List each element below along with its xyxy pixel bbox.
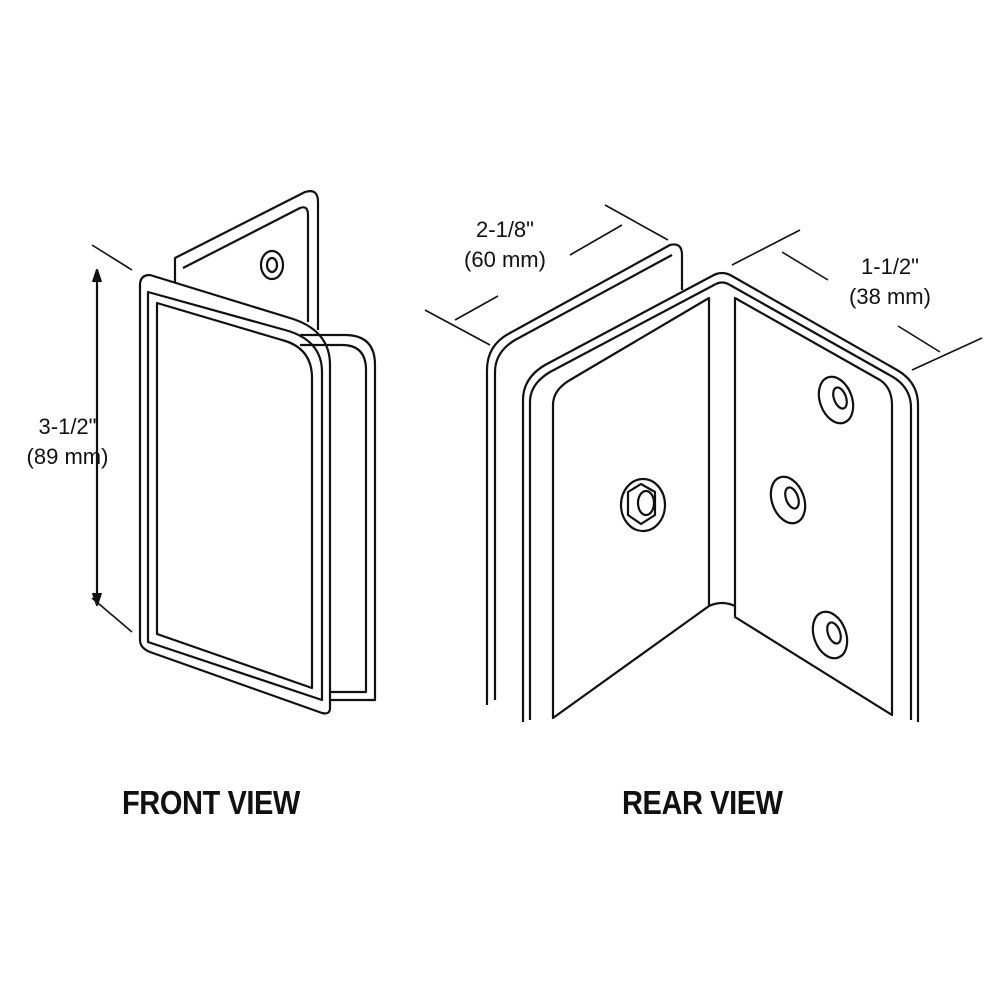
rear-width-dimension-line-left — [781, 251, 829, 281]
hex-nut-body — [626, 482, 657, 526]
front-height-mm: (89 mm) — [26, 444, 109, 469]
mounting-hole-top-inner — [832, 386, 848, 410]
rear-right-face — [733, 296, 894, 717]
rear-width-dimension: 1-1/2" (38 mm) — [825, 252, 955, 312]
arrow-down-icon — [91, 592, 103, 607]
hex-nut-flange — [619, 477, 667, 533]
front-height-extension-top — [91, 244, 133, 271]
front-height-in: 3-1/2" — [38, 414, 97, 439]
rear-left-face — [551, 296, 711, 720]
rear-back-plate — [485, 243, 684, 705]
rear-width-mm: (38 mm) — [849, 284, 931, 309]
rear-inner-corner — [708, 601, 736, 608]
rear-depth-extension-right — [604, 204, 669, 241]
rear-back-plate-inner-edge — [493, 254, 673, 700]
front-view-drawing — [91, 190, 377, 715]
rear-depth-dimension-line-left — [454, 295, 499, 321]
rear-depth-in: 2-1/8" — [476, 217, 534, 242]
arrow-up-icon — [91, 268, 103, 283]
mounting-hole-bottom — [811, 610, 849, 660]
rear-angle-outer — [521, 271, 920, 722]
front-rear-fin-inner-edge — [182, 206, 310, 322]
rear-view-title: REAR VIEW — [622, 784, 783, 821]
mounting-hole-inner — [265, 256, 279, 274]
mounting-hole-middle — [769, 475, 807, 525]
front-back-plate-inner-edge — [300, 343, 368, 694]
rear-angle-inner-edge — [528, 281, 913, 720]
mounting-hole-top-outer — [817, 375, 855, 425]
hex-nut — [619, 477, 667, 533]
rear-depth-dimension: 2-1/8" (60 mm) — [440, 215, 570, 275]
front-rear-fin — [173, 190, 320, 330]
rear-width-extension-left — [731, 229, 801, 266]
mounting-hole-middle-inner — [784, 486, 800, 510]
front-view-title: FRONT VIEW — [122, 784, 300, 821]
front-glass-plate — [138, 273, 332, 715]
rear-depth-extension-left — [424, 309, 491, 346]
front-glass-plate-bevel — [146, 290, 324, 702]
mounting-hole-top — [817, 375, 855, 425]
rear-depth-mm: (60 mm) — [464, 247, 546, 272]
front-back-plate — [300, 333, 377, 702]
hex-nut-bore — [636, 489, 656, 517]
rear-width-in: 1-1/2" — [861, 254, 919, 279]
mounting-hole-bottom-outer — [811, 610, 849, 660]
rear-width-dimension-line-right — [897, 325, 941, 353]
front-height-dimension: 3-1/2" (89 mm) — [5, 412, 130, 472]
rear-depth-dimension-line-right — [569, 224, 623, 256]
front-height-extension-bottom — [91, 597, 133, 633]
mounting-hole-bottom-inner — [826, 621, 842, 645]
front-glass-plate-face — [155, 301, 314, 690]
rear-view-drawing — [424, 204, 983, 722]
mounting-hole — [259, 249, 285, 281]
mounting-hole-middle-outer — [769, 475, 807, 525]
rear-width-extension-right — [911, 337, 983, 371]
